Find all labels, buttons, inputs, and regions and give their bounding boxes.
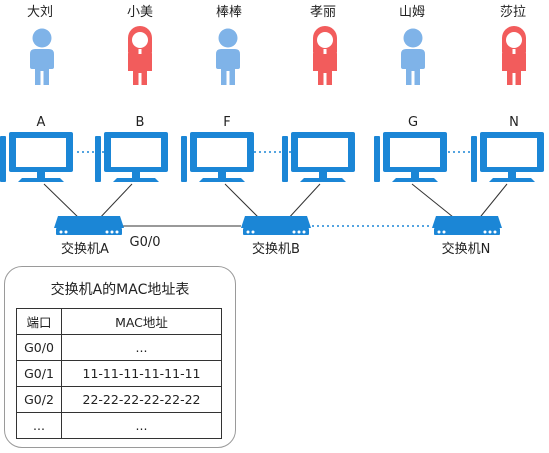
computer-label: N (509, 115, 519, 130)
table-row: G0/1 11-11-11-11-11-11 (16, 360, 222, 387)
link-switch-b-pc-f2 (285, 183, 321, 222)
link-switch-a-pc-a (43, 183, 83, 222)
table-row: ... ... (16, 412, 222, 439)
column-header-mac: MAC地址 (61, 308, 222, 335)
switch-icon (54, 216, 124, 235)
computer-icon (181, 132, 254, 182)
person-name: 莎拉 (500, 5, 526, 20)
computer-label: A (37, 115, 46, 130)
mac-table-card: 交换机A的MAC地址表 端口 MAC地址 G0/0 ... G0/1 11-11… (4, 266, 236, 448)
link-switch-n-pc-n (476, 183, 508, 222)
switch-label: 交换机A (61, 241, 109, 257)
computer-label: B (136, 115, 145, 130)
computer-icon (282, 132, 355, 182)
mac-cell: ... (61, 334, 222, 361)
port-cell: G0/2 (16, 386, 62, 413)
computer-icon (95, 132, 168, 182)
switch-icon (432, 216, 502, 235)
person-female-icon (128, 26, 152, 85)
person-name: 山姆 (399, 5, 425, 20)
computer-icon (471, 132, 544, 182)
links (43, 151, 508, 227)
link-switch-b-pc-f (224, 183, 263, 222)
mac-cell: ... (61, 412, 222, 439)
switches: 交换机A 交换机B 交换机N G0/0 (54, 216, 502, 257)
switch-label: 交换机N (442, 241, 491, 257)
person-name: 孝丽 (310, 5, 336, 20)
link-switch-a-pc-b (96, 183, 133, 222)
person-female-icon (502, 26, 526, 85)
port-cell: G0/1 (16, 360, 62, 387)
table-row: G0/2 22-22-22-22-22-22 (16, 386, 222, 413)
computer-icon (0, 132, 73, 182)
person-male-icon (401, 28, 425, 85)
person-name: 棒棒 (216, 5, 242, 20)
table-header-row: 端口 MAC地址 (16, 308, 222, 335)
port-cell: ... (16, 412, 62, 439)
table-row: G0/0 ... (16, 334, 222, 361)
link-switch-n-pc-g (411, 183, 459, 222)
column-header-port: 端口 (16, 308, 62, 335)
mac-cell: 11-11-11-11-11-11 (61, 360, 222, 387)
person-name: 大刘 (27, 5, 53, 20)
computer-label: G (408, 115, 418, 130)
computer-label: F (223, 115, 230, 130)
people: 大刘 小美 棒棒 孝丽 山姆 莎拉 (27, 5, 526, 85)
person-female-icon (313, 26, 337, 85)
mac-cell: 22-22-22-22-22-22 (61, 386, 222, 413)
mac-address-table: 端口 MAC地址 G0/0 ... G0/1 11-11-11-11-11-11… (16, 308, 222, 439)
port-cell: G0/0 (16, 334, 62, 361)
person-name: 小美 (127, 5, 153, 20)
computer-icon (374, 132, 447, 182)
mac-table-title: 交换机A的MAC地址表 (50, 282, 190, 298)
switch-label: 交换机B (252, 241, 300, 257)
computers: A B F G N (0, 115, 544, 182)
port-label: G0/0 (130, 235, 161, 250)
person-male-icon (216, 28, 240, 85)
switch-icon (241, 216, 311, 235)
person-male-icon (30, 28, 54, 85)
